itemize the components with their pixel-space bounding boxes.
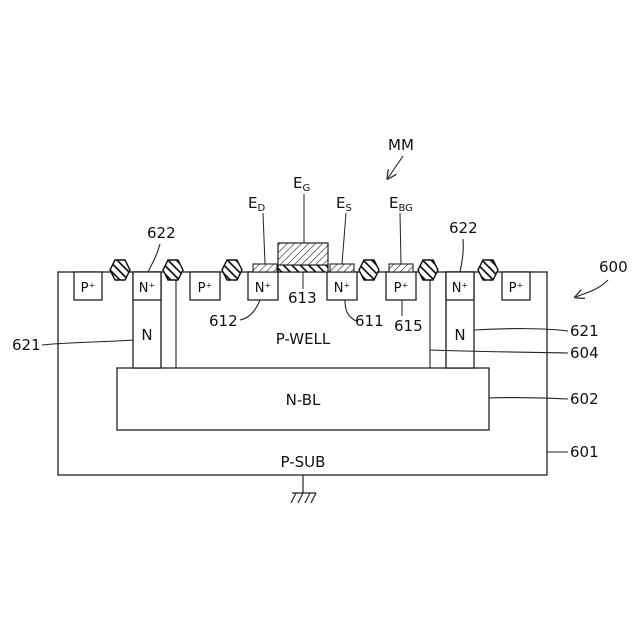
ref-601-label: 601 [570,443,599,461]
isolation-oxide [478,260,498,280]
ref-615-label: 615 [394,317,423,335]
n-right-label: N [454,326,465,344]
ref-622-right-label: 622 [449,219,478,237]
drain-electrode-leader [263,213,265,264]
source-electrode-pad [330,264,354,272]
source-electrode-label: ES [336,194,352,214]
isolation-oxide [163,260,183,280]
p-plus-backgate-label: P⁺ [394,281,409,296]
ref-602-label: 602 [570,390,599,408]
n-bl-label: N-BL [286,391,321,409]
p-plus-right-outer-label: P⁺ [509,281,524,296]
backgate-electrode-label: EBG [389,194,413,214]
ground-icon [291,475,316,503]
n-plus-drain-label: N⁺ [255,281,272,296]
ref-621-right-label: 621 [570,322,599,340]
mm-label: MM [388,136,414,154]
isolation-oxide [418,260,438,280]
ref-621-left-label: 621 [12,336,41,354]
drain-electrode-pad [253,264,277,272]
gate-electrode-label: EG [293,174,310,194]
isolation-oxide [359,260,379,280]
drain-electrode-label: ED [248,194,265,214]
isolation-oxide [110,260,130,280]
mm-arrow [388,156,403,178]
p-plus-left-inner-label: P⁺ [198,281,213,296]
ref-622-left-leader [148,244,160,272]
n-left-label: N [141,326,152,344]
ref-600-label: 600 [599,258,628,276]
p-plus-left-outer-label: P⁺ [81,281,96,296]
ref-622-left-label: 622 [147,224,176,242]
ref-611-label: 611 [355,312,384,330]
n-plus-left-label: N⁺ [139,281,156,296]
backgate-electrode-pad [389,264,413,272]
ref-613-label: 613 [288,289,317,307]
ref-622-right-leader [460,239,463,272]
n-plus-right-label: N⁺ [452,281,469,296]
p-sub-label: P-SUB [281,453,326,471]
gate-electrode [278,243,328,265]
ref-604-label: 604 [570,344,599,362]
n-plus-source-label: N⁺ [334,281,351,296]
source-electrode-leader [342,213,346,264]
p-well-label: P-WELL [276,330,331,348]
isolation-oxide [222,260,242,280]
backgate-electrode-leader [400,213,401,264]
gate-oxide-613 [278,265,328,272]
ref-600-arrow [576,280,608,297]
ref-612-label: 612 [209,312,238,330]
